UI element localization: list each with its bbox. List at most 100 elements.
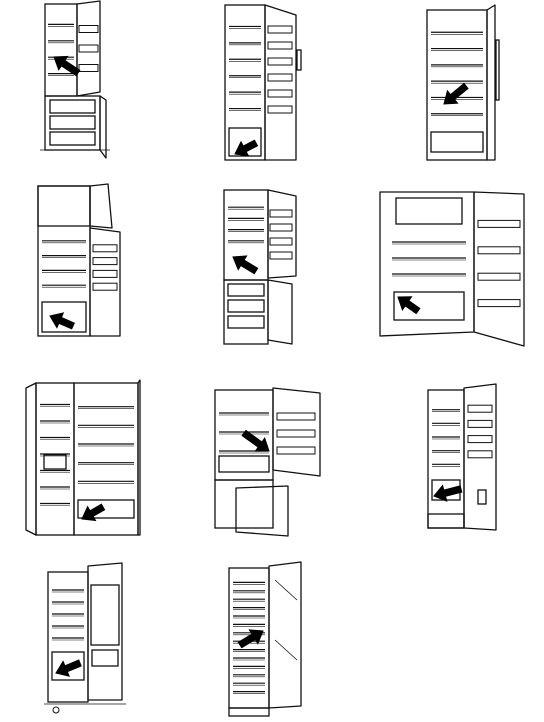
door-bin bbox=[78, 25, 99, 33]
freezer-drawer-front bbox=[235, 485, 289, 537]
door-bin bbox=[269, 251, 293, 260]
arrow-icon bbox=[443, 82, 469, 105]
panel-1 bbox=[40, 0, 110, 159]
freezer-drawer bbox=[49, 131, 96, 146]
fridge-cabinet bbox=[427, 389, 465, 529]
door-bin bbox=[267, 105, 293, 114]
panel-9 bbox=[427, 383, 497, 531]
panel-8 bbox=[214, 387, 321, 537]
door-bin bbox=[467, 435, 493, 444]
fridge-door bbox=[272, 387, 321, 477]
fridge-cabinet bbox=[47, 571, 89, 703]
door-handle bbox=[495, 39, 500, 101]
crisper-drawer bbox=[393, 291, 465, 321]
door-bin bbox=[276, 412, 316, 421]
door-controls bbox=[477, 489, 487, 505]
door-bin bbox=[78, 44, 99, 53]
glass-reflection bbox=[274, 639, 298, 661]
panel-2 bbox=[224, 4, 302, 161]
arrow-icon bbox=[49, 312, 75, 330]
door-bin bbox=[267, 89, 293, 98]
arrow-icon bbox=[433, 484, 463, 502]
door-bin bbox=[92, 282, 118, 291]
freezer-drawer bbox=[227, 315, 265, 329]
panel-7 bbox=[25, 379, 141, 536]
freezer-door bbox=[25, 382, 37, 536]
panel-3 bbox=[426, 4, 500, 161]
freezer-cabinet bbox=[35, 382, 75, 536]
panel-10 bbox=[44, 562, 126, 714]
base-grille bbox=[427, 513, 465, 529]
foot bbox=[52, 706, 60, 714]
door-bin bbox=[92, 257, 118, 266]
arrow-icon bbox=[397, 296, 421, 315]
panel-6 bbox=[379, 191, 525, 347]
door-bin bbox=[269, 209, 293, 218]
door-bin bbox=[276, 446, 316, 455]
freezer-cabinet bbox=[44, 95, 101, 151]
arrow-icon bbox=[232, 255, 259, 275]
freezer-door bbox=[89, 183, 113, 229]
door-bin bbox=[477, 246, 521, 255]
fridge-cabinet bbox=[37, 185, 91, 337]
panel-4 bbox=[37, 183, 121, 337]
fridge-door bbox=[87, 562, 123, 701]
fridge-door bbox=[473, 191, 525, 347]
arrow-icon bbox=[53, 55, 81, 77]
door-bin bbox=[467, 450, 493, 459]
door-bin bbox=[477, 219, 521, 228]
door-bin bbox=[269, 223, 293, 232]
fridge-door bbox=[463, 383, 497, 531]
crisper-drawer bbox=[41, 301, 87, 333]
fridge-cabinet bbox=[44, 3, 78, 97]
freezer-drawer bbox=[227, 283, 265, 297]
base-grille bbox=[228, 707, 270, 717]
door-bin bbox=[267, 25, 293, 34]
freezer-drawer bbox=[49, 115, 96, 130]
fridge-door-edge bbox=[137, 379, 141, 536]
fridge-door bbox=[76, 0, 101, 97]
arrow-icon bbox=[241, 429, 270, 452]
fridge-door bbox=[486, 4, 496, 161]
door-bin bbox=[267, 57, 293, 66]
arrow-icon bbox=[237, 629, 264, 649]
glass-reflection bbox=[274, 579, 298, 601]
door-bin bbox=[269, 237, 293, 246]
door-bin bbox=[276, 429, 316, 438]
door-bin bbox=[267, 73, 293, 82]
crisper-drawer bbox=[430, 131, 484, 153]
freezer-compartment bbox=[37, 185, 91, 227]
door-bin bbox=[92, 244, 118, 253]
door-handle bbox=[296, 49, 302, 71]
door-bin bbox=[477, 272, 521, 281]
freezer-drawer bbox=[227, 299, 265, 313]
fridge-door bbox=[89, 227, 121, 337]
crisper-drawer bbox=[51, 651, 85, 681]
door-bin bbox=[91, 649, 119, 667]
arrow-icon bbox=[55, 659, 82, 677]
appliance-panels bbox=[25, 0, 525, 717]
door-panel bbox=[90, 584, 120, 646]
crisper-drawer bbox=[77, 499, 135, 519]
freezer-drawer bbox=[49, 99, 96, 114]
door-bin bbox=[467, 419, 493, 428]
fridge-cabinet bbox=[73, 382, 139, 536]
arrow-icon bbox=[81, 503, 106, 522]
arrow-icon bbox=[234, 139, 259, 157]
door-bin bbox=[92, 269, 118, 278]
panel-11 bbox=[228, 561, 302, 717]
freezer-door bbox=[267, 279, 293, 345]
door-bin bbox=[78, 64, 99, 72]
door-bin bbox=[267, 41, 293, 50]
panel-5 bbox=[223, 189, 297, 345]
ice-box bbox=[395, 197, 463, 225]
ice-dispenser bbox=[43, 454, 67, 470]
glass-door bbox=[268, 561, 302, 709]
door-bin bbox=[467, 404, 493, 413]
fridge-door bbox=[267, 189, 297, 279]
fridge-door bbox=[264, 4, 297, 161]
freezer-cabinet bbox=[214, 479, 274, 529]
crisper-drawer bbox=[228, 127, 262, 157]
